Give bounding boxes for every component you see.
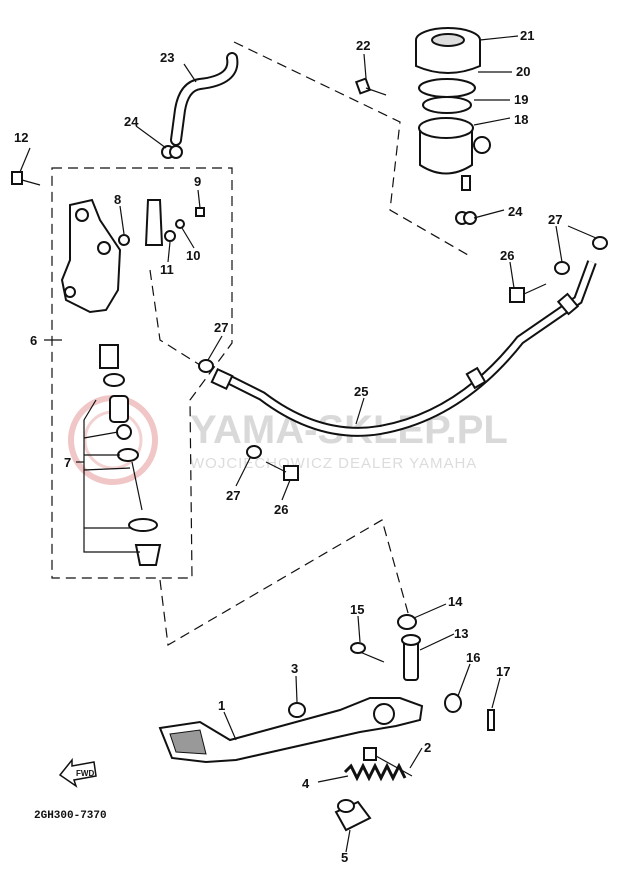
callout-19: 19 xyxy=(514,92,528,107)
cotter-pin-part xyxy=(487,709,495,731)
hose-clamp-part xyxy=(161,145,183,159)
piston-kit-bracket xyxy=(83,399,140,553)
callout-18: 18 xyxy=(514,112,528,127)
washer-part-4 xyxy=(592,236,608,250)
washer-part xyxy=(198,359,214,373)
leader-lines xyxy=(19,35,597,853)
piston-kit-part xyxy=(99,344,162,566)
diagram-code: 2GH300-7370 xyxy=(34,810,107,822)
callout-16: 16 xyxy=(466,650,480,665)
return-spring-part xyxy=(343,762,407,782)
callout-2: 2 xyxy=(424,740,431,755)
callout-27-c: 27 xyxy=(226,488,240,503)
callout-17: 17 xyxy=(496,664,510,679)
clevis-nut-part xyxy=(397,614,417,630)
callout-26-b: 26 xyxy=(274,502,288,517)
callout-25: 25 xyxy=(354,384,368,399)
hose-clamp-part-2 xyxy=(455,211,477,225)
callout-12: 12 xyxy=(14,130,28,145)
callout-27: 27 xyxy=(548,212,562,227)
callout-4: 4 xyxy=(302,776,310,791)
callout-9: 9 xyxy=(194,174,201,189)
callout-27-b: 27 xyxy=(214,320,228,335)
union-bolt-part xyxy=(509,283,547,303)
bush-part xyxy=(288,702,306,718)
hose-joint-part xyxy=(118,199,205,246)
callout-14: 14 xyxy=(448,594,463,609)
callout-24-b: 24 xyxy=(508,204,523,219)
master-cylinder-group-box xyxy=(51,167,233,579)
linkage-dash-rod xyxy=(149,269,201,366)
callout-23: 23 xyxy=(160,50,174,65)
union-bolt-part-2 xyxy=(265,461,299,481)
callout-5: 5 xyxy=(341,850,348,865)
callout-7: 7 xyxy=(64,455,71,470)
callout-10: 10 xyxy=(186,248,200,263)
callout-26: 26 xyxy=(500,248,514,263)
brake-pedal-part xyxy=(158,697,424,764)
callout-20: 20 xyxy=(516,64,530,79)
callout-13: 13 xyxy=(454,626,468,641)
washer-part-3 xyxy=(554,261,570,275)
pivot-bolt-part xyxy=(363,747,413,777)
mount-bolt-part xyxy=(11,171,41,186)
callouts: 1 2 3 4 5 6 7 8 9 10 11 12 13 14 15 16 1… xyxy=(14,28,562,865)
diaphragm-part xyxy=(422,96,472,114)
diaphragm-plate-part xyxy=(418,78,476,98)
linkage-dash-pedal xyxy=(159,519,411,646)
washer-part-2 xyxy=(246,445,262,459)
callout-1: 1 xyxy=(218,698,225,713)
brake-hose-part xyxy=(210,260,597,437)
master-cylinder-body-part xyxy=(60,198,122,314)
clevis-part xyxy=(401,634,421,681)
washer-16-part xyxy=(444,693,462,713)
callout-21: 21 xyxy=(520,28,534,43)
callout-6: 6 xyxy=(30,333,37,348)
callout-8: 8 xyxy=(114,192,121,207)
reservoir-cap-part xyxy=(415,27,481,74)
reservoir-body-part xyxy=(418,117,491,191)
clevis-pin-part xyxy=(350,642,385,663)
callout-15: 15 xyxy=(350,602,364,617)
callout-24: 24 xyxy=(124,114,139,129)
reservoir-bolt-part xyxy=(354,77,387,96)
linkage-dash-reservoir xyxy=(233,41,469,256)
callout-3: 3 xyxy=(291,661,298,676)
fwd-arrow-icon: FWD xyxy=(58,757,97,788)
callout-22: 22 xyxy=(356,38,370,53)
pin-part xyxy=(334,799,372,832)
watermark-dealer: WOJCIECHOWICZ DEALER YAMAHA xyxy=(190,455,477,472)
callout-11: 11 xyxy=(160,262,174,277)
fwd-label: FWD xyxy=(76,769,94,778)
